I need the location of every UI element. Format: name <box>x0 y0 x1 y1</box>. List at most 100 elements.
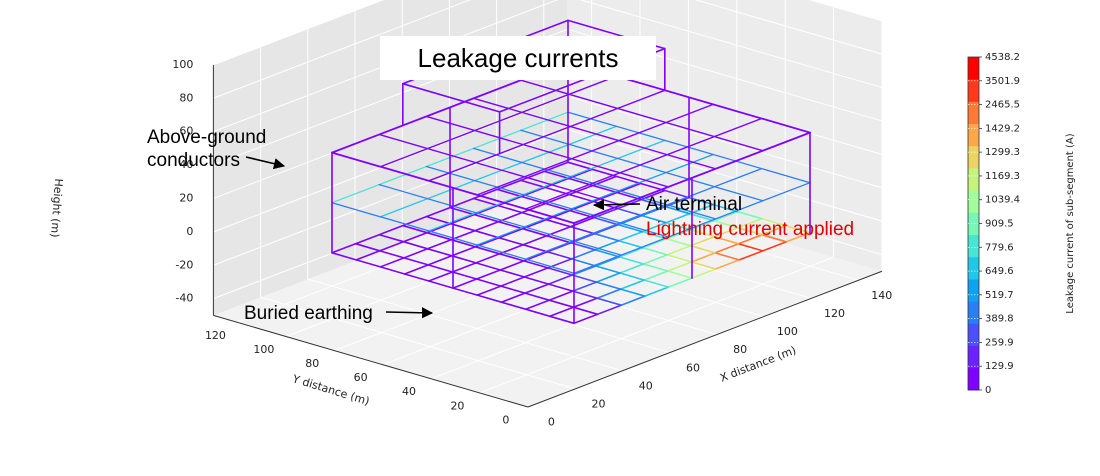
earthing-segment <box>738 250 764 261</box>
earthing-segment <box>403 264 430 275</box>
earthing-segment <box>547 267 574 276</box>
x-tick-label: 20 <box>592 398 606 411</box>
earthing-segment <box>571 290 598 300</box>
floor-grid-x <box>307 278 623 372</box>
earthing-segment <box>521 227 548 237</box>
earthing-segment <box>519 170 546 182</box>
earthing-segment <box>736 210 763 220</box>
back-grid-z <box>213 0 472 99</box>
earthing-segment <box>522 235 548 246</box>
earthing-segment <box>570 249 597 260</box>
earthing-segment <box>594 265 621 274</box>
earthing-segment <box>594 249 621 258</box>
earthing-segment <box>378 240 405 252</box>
earthing-segment <box>499 260 525 271</box>
earthing-segment <box>620 295 646 307</box>
colorbar-band <box>968 279 979 302</box>
earthing-segment <box>596 297 623 307</box>
earthing-segment <box>475 269 502 280</box>
earthing-segment <box>473 213 500 223</box>
annotation-above-ground: Above-ground conductors <box>147 126 266 172</box>
colorbar-tick-label: 259.9 <box>985 337 1014 348</box>
earthing-segment <box>449 213 476 225</box>
earthing-segment <box>524 308 551 318</box>
y-tick-label: 120 <box>205 329 226 342</box>
earthing-segment <box>571 265 597 276</box>
upper-frame <box>401 82 501 113</box>
earthing-segment <box>496 188 523 198</box>
earthing-segment <box>643 279 670 288</box>
earthing-segment <box>690 261 717 270</box>
z-tick-label: -20 <box>175 258 193 271</box>
earthing-segment <box>619 288 646 297</box>
z-tick-label: 20 <box>179 191 193 204</box>
earthing-segment <box>714 252 741 261</box>
air-terminal-arrow <box>592 199 641 211</box>
roof-beam <box>476 103 714 196</box>
earthing-segment <box>378 224 404 236</box>
ground-mesh-line <box>379 125 618 218</box>
earthing-segment <box>689 245 716 254</box>
earthing-segment <box>666 245 692 256</box>
earthing-segment <box>476 294 503 304</box>
earthing-segment <box>642 247 669 256</box>
earthing-segment <box>761 225 787 236</box>
earthing-segment <box>688 196 715 206</box>
colorbar-tick-label: 129.9 <box>985 361 1014 372</box>
earthing-segment <box>548 299 575 309</box>
roof-beam <box>425 115 670 188</box>
earthing-segment <box>498 253 525 262</box>
earthing-segment <box>500 292 526 304</box>
right-grid-z <box>808 0 883 22</box>
earthing-segment <box>667 277 693 288</box>
earthing-segment <box>331 242 357 254</box>
back-grid-z <box>213 129 568 266</box>
earthing-segment <box>498 227 524 239</box>
z-tick-label: 80 <box>179 91 193 104</box>
earthing-segment <box>547 283 574 292</box>
annotation-arrows <box>245 156 641 319</box>
earthing-segment <box>427 271 454 282</box>
chart-title-text: Leakage currents <box>417 42 619 73</box>
colorbar-label: Leakage current of sub-segment (A) <box>1065 133 1076 313</box>
earthing-segment <box>524 299 551 311</box>
colorbar-tick-label: 649.6 <box>985 266 1014 277</box>
ground-mesh-line <box>428 139 666 232</box>
earthing-segment <box>712 219 739 229</box>
roof-beam <box>524 117 763 210</box>
axis-tick-labels: 020406080100120140020406080100120-40-200… <box>172 58 892 429</box>
colorbar-band <box>968 57 979 80</box>
wireframe-structure <box>331 19 811 325</box>
colorbar-tick-label: 1169.3 <box>985 171 1020 182</box>
colorbar-tick-label: 3501.9 <box>985 76 1020 87</box>
colorbar-tick-label: 389.8 <box>985 314 1014 325</box>
colorbar-band <box>968 323 979 346</box>
earthing-segment <box>546 251 573 260</box>
earthing-segment <box>452 278 478 289</box>
earthing-segment <box>544 177 570 189</box>
earthing-segment <box>688 212 715 222</box>
earthing-segment <box>571 274 598 283</box>
earthing-segment <box>379 266 406 275</box>
earthing-segment <box>452 287 479 296</box>
earthing-segment <box>617 240 644 249</box>
earthing-segment <box>640 205 667 217</box>
earthing-segment <box>500 301 527 311</box>
earthing-segment <box>761 241 788 252</box>
earthing-segment <box>548 306 575 318</box>
annotation-above-ground-line1: Above-ground <box>147 127 267 148</box>
roof-beam <box>472 97 717 170</box>
y-tick-label: 20 <box>450 399 464 412</box>
earthing-segment <box>713 236 740 245</box>
earthing-segment <box>451 262 477 273</box>
back-grid-z <box>213 95 568 233</box>
x-tick-label: 60 <box>686 361 700 374</box>
earthing-segment <box>426 248 453 257</box>
colorbar: 0129.9259.9389.8519.7649.6779.6909.51039… <box>967 52 1076 396</box>
earthing-segment <box>355 259 382 268</box>
earthing-segment <box>331 252 358 261</box>
earthing-segment <box>519 179 546 189</box>
earthing-segment <box>427 264 454 273</box>
earthing-segment <box>475 253 501 264</box>
earthing-segment <box>664 205 691 215</box>
